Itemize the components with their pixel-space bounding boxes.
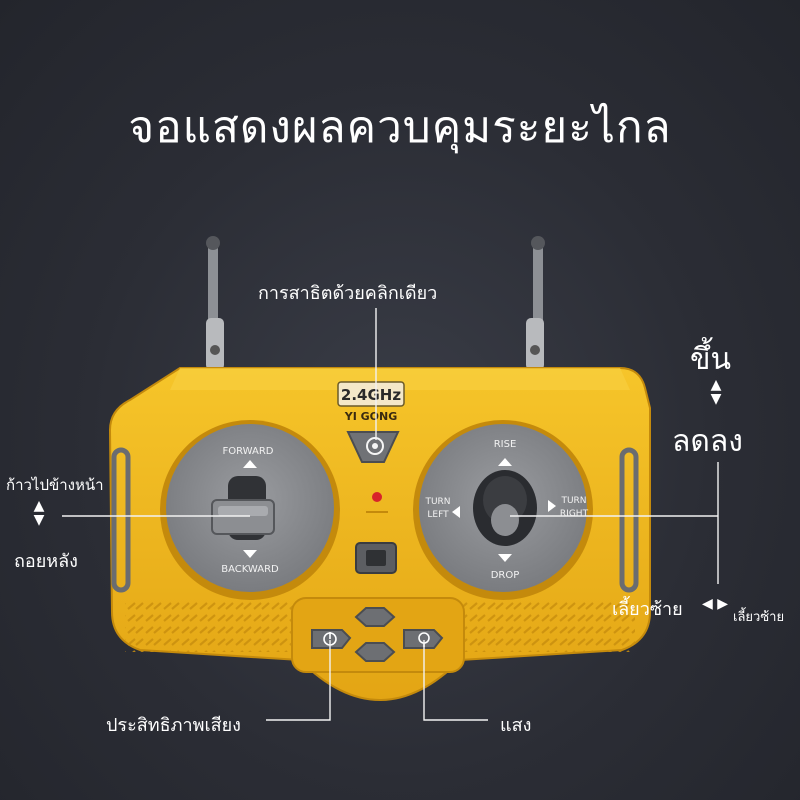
up-callout: ขึ้น <box>690 342 732 377</box>
backward-label: BACKWARD <box>221 564 279 575</box>
turn-right-callout: เลี้ยวซ้าย <box>733 610 785 625</box>
brand-label: YI GONG <box>344 410 398 423</box>
sound-callout: ประสิทธิภาพเสียง <box>106 715 241 736</box>
bottom-center-button[interactable] <box>354 642 396 662</box>
rise-label: RISE <box>494 439 517 450</box>
turn-left-label-line1: TURN <box>424 497 450 507</box>
sound-button[interactable] <box>311 629 352 649</box>
callout-lines <box>62 308 719 721</box>
down-callout: ลดลง <box>672 424 743 459</box>
top-center-button[interactable] <box>354 607 396 627</box>
up-down-arrows-icon: ▲▼ <box>33 498 45 528</box>
left-joystick[interactable] <box>211 476 275 540</box>
forward-label: FORWARD <box>223 446 274 457</box>
left-grip <box>111 447 131 593</box>
turn-right-label-line1: TURN <box>560 496 586 506</box>
up-down-arrows-icon: ▲▼ <box>710 377 722 407</box>
left-right-arrows-icon: ◀ ▶ <box>702 596 728 612</box>
left-antenna <box>206 236 224 370</box>
turn-left-callout: เลี้ยวซ้าย <box>612 599 683 620</box>
demo-callout: การสาธิตด้วยคลิกเดียว <box>258 283 438 304</box>
frequency-plate <box>337 381 405 407</box>
right-antenna <box>526 236 545 370</box>
power-led <box>372 492 382 502</box>
turn-right-label-line2: RIGHT <box>560 509 589 519</box>
right-grip <box>619 447 639 593</box>
turn-left-label-line2: LEFT <box>427 510 449 520</box>
drop-label: DROP <box>491 570 520 581</box>
light-button[interactable] <box>403 629 444 649</box>
gear-icon <box>366 437 384 455</box>
light-callout: แสง <box>500 715 532 736</box>
page-title: จอแสดงผลควบคุมระยะไกล <box>128 102 672 153</box>
right-joystick[interactable] <box>473 470 537 546</box>
frequency-label: 2.4GHz <box>341 386 401 404</box>
backward-callout: ถอยหลัง <box>14 551 78 572</box>
forward-callout: ก้าวไปข้างหน้า <box>6 476 104 494</box>
